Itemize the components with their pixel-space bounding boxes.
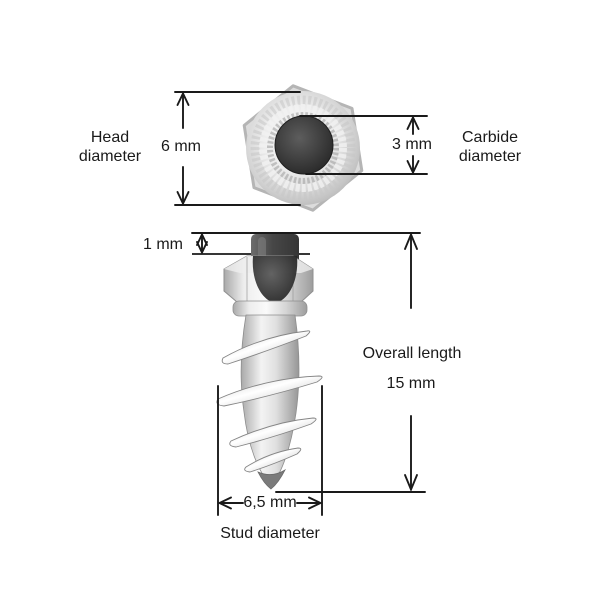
head-diameter-value: 6 mm [161,138,201,155]
stud-diameter-dimension [217,385,323,516]
arrow-right-icon [308,496,323,510]
carbide-diameter-value: 3 mm [392,136,432,153]
stud-top-view [242,84,364,212]
brushed-ring-inner [267,112,339,184]
carbide-diameter-dimension [299,115,428,175]
overall-length-value: 15 mm [386,375,436,392]
arrow-down-icon [404,474,418,492]
head-diameter-dimension [174,91,301,206]
pin-protrusion-value: 1 mm [143,236,183,253]
arrow-up-icon [176,91,190,106]
brushed-ring-mid [259,104,347,192]
carbide-core-in-head [252,256,298,303]
overall-length-dimension [275,232,426,493]
thread-flight-2 [216,375,323,407]
carbide-pin-highlight [258,237,266,261]
thread-flight-4 [244,447,302,473]
arrow-up-icon [404,232,418,250]
stud-side-view [192,234,323,490]
arrow-left-icon [217,496,232,510]
arrow-up-icon [196,232,208,246]
screw-tip [257,468,286,490]
head-diameter-label: Head diameter [78,129,142,166]
pin-protrusion-dimension [191,232,421,255]
arrow-down-icon [196,241,208,255]
brushed-ring-outer [250,95,356,201]
thread-flight-1 [221,330,311,365]
head-collar [232,300,308,317]
arrow-down-icon [176,191,190,206]
arrow-down-icon [406,160,420,175]
overall-length-label: Overall length [362,345,462,362]
carbide-pin-top-view [274,115,334,175]
stud-diameter-value: 6,5 mm [243,494,297,511]
thread-flight-3 [229,417,317,448]
carbide-diameter-label: Carbide diameter [458,129,522,166]
arrow-up-icon [406,115,420,130]
stud-diameter-label: Stud diameter [220,525,320,542]
